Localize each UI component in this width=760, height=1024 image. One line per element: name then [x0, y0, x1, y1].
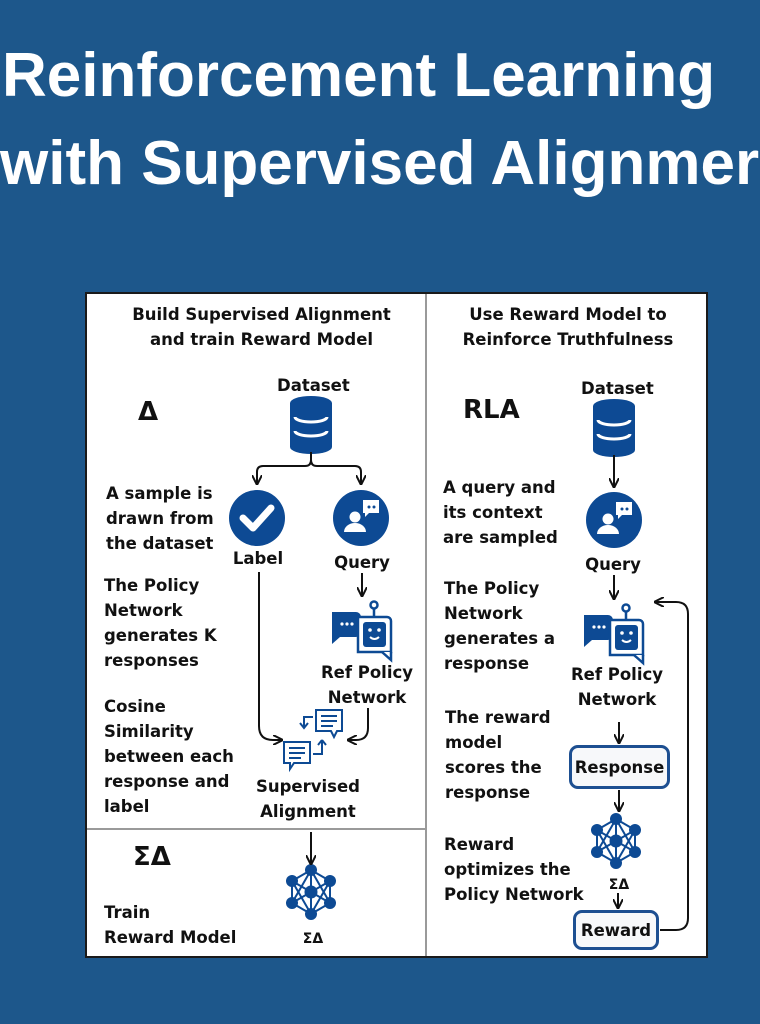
train-reward-model-text: Train Reward Model	[104, 900, 236, 950]
panel-divider-vertical	[425, 294, 427, 956]
supervised-line-1: Supervised	[255, 777, 360, 796]
right-network-label: ΣΔ	[608, 877, 630, 893]
step-line: drawn from	[106, 509, 214, 528]
label-check-icon	[229, 490, 285, 546]
train-line-2: Reward Model	[104, 928, 237, 947]
right-step-1: A query and its context are sampled	[443, 475, 558, 550]
ref-policy-line-2: Network	[577, 690, 657, 709]
right-arrows	[614, 455, 689, 931]
right-dataset-label: Dataset	[581, 379, 654, 398]
step-line: Policy Network	[444, 885, 584, 904]
step-line: generates a	[444, 629, 555, 648]
step-line: Network	[444, 604, 523, 623]
left-network-label: ΣΔ	[302, 931, 324, 947]
right-panel-header: Use Reward Model to Reinforce Truthfulne…	[428, 302, 708, 352]
response-box: Response	[569, 745, 670, 789]
supervised-alignment-chat-icon	[283, 709, 343, 773]
step-line: generates K	[104, 626, 217, 645]
step-line: response	[444, 654, 530, 673]
right-neural-network-icon	[590, 812, 642, 870]
right-query-label: Query	[585, 555, 641, 574]
left-query-icon	[333, 490, 389, 546]
ref-policy-line-1: Ref Policy	[570, 665, 664, 684]
left-step-3: Cosine Similarity between each response …	[104, 694, 234, 819]
right-step-2: The Policy Network generates a response	[444, 576, 555, 676]
left-panel-header: Build Supervised Alignment and train Rew…	[100, 302, 423, 352]
left-step-2: The Policy Network generates K responses	[104, 573, 217, 673]
step-line: Network	[104, 601, 183, 620]
step-line: model	[445, 733, 503, 752]
left-neural-network-icon	[285, 863, 337, 921]
delta-symbol: Δ	[138, 397, 159, 427]
train-line-1: Train	[104, 903, 151, 922]
title-line-1: Reinforcement Learning	[2, 41, 716, 110]
left-query-label: Query	[334, 553, 390, 572]
step-line: are sampled	[443, 528, 558, 547]
step-line: Similarity	[104, 722, 194, 741]
right-database-icon	[591, 397, 637, 459]
left-header-line-2: and train Reward Model	[149, 330, 374, 349]
supervised-alignment-label: Supervised Alignment	[248, 774, 368, 824]
left-step-1: A sample is drawn from the dataset	[106, 481, 214, 556]
right-header-line-1: Use Reward Model to	[469, 305, 667, 324]
step-line: A query and	[443, 478, 556, 497]
left-header-line-1: Build Supervised Alignment	[132, 305, 391, 324]
step-line: the dataset	[106, 534, 214, 553]
step-line: The reward	[445, 708, 551, 727]
step-line: scores the	[445, 758, 542, 777]
step-line: optimizes the	[444, 860, 571, 879]
title-line-2: with Supervised Alignmer	[0, 129, 760, 198]
rla-symbol: RLA	[463, 395, 520, 425]
right-step-4: Reward optimizes the Policy Network	[444, 832, 584, 907]
left-ref-policy-bot-icon	[330, 600, 393, 662]
step-line: Cosine	[104, 697, 166, 716]
step-line: label	[104, 797, 150, 816]
step-line: its context	[443, 503, 543, 522]
right-query-icon	[586, 492, 642, 548]
supervised-line-2: Alignment	[260, 802, 356, 821]
left-arrows	[257, 452, 369, 863]
ref-policy-line-1: Ref Policy	[320, 663, 414, 682]
step-line: A sample is	[106, 484, 213, 503]
step-line: The Policy	[444, 579, 540, 598]
label-node-label: Label	[232, 549, 284, 568]
step-line: response and	[104, 772, 230, 791]
right-step-3: The reward model scores the response	[445, 705, 551, 805]
step-line: Reward	[444, 835, 515, 854]
step-line: response	[445, 783, 531, 802]
reward-box: Reward	[573, 910, 659, 950]
left-dataset-label: Dataset	[277, 376, 350, 395]
left-ref-policy-label: Ref Policy Network	[312, 660, 422, 710]
step-line: between each	[104, 747, 234, 766]
ref-policy-line-2: Network	[327, 688, 407, 707]
panel-divider-horizontal	[87, 828, 425, 830]
right-ref-policy-label: Ref Policy Network	[562, 662, 672, 712]
left-database-icon	[288, 394, 334, 456]
sigma-delta-symbol: ΣΔ	[133, 842, 171, 872]
right-header-line-2: Reinforce Truthfulness	[462, 330, 674, 349]
step-line: The Policy	[104, 576, 200, 595]
right-ref-policy-bot-icon	[582, 603, 645, 665]
step-line: responses	[104, 651, 199, 670]
